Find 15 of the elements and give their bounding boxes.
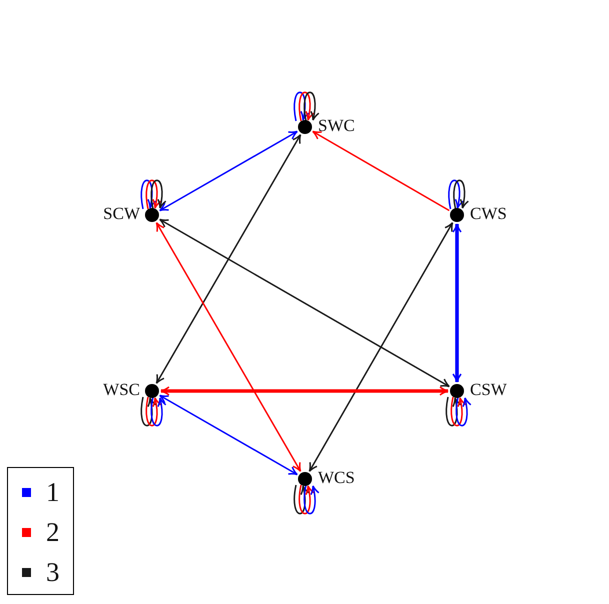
legend-label: 2 [46,516,60,549]
vertex-dot [145,208,159,222]
vertex-label: CSW [470,381,507,399]
vertex-label: CWS [470,205,507,223]
vertex-label: WSC [103,381,140,399]
vertex-label: WCS [318,469,355,487]
vertex-dot [298,120,312,134]
vertex-label: SCW [103,205,140,223]
vertex-dot [450,384,464,398]
vertex-dot [450,208,464,222]
legend-label: 1 [46,476,60,509]
vertex-dot [145,384,159,398]
vertex-dot [298,472,312,486]
legend-label: 3 [46,556,60,589]
vertex-label: SWC [318,117,355,135]
